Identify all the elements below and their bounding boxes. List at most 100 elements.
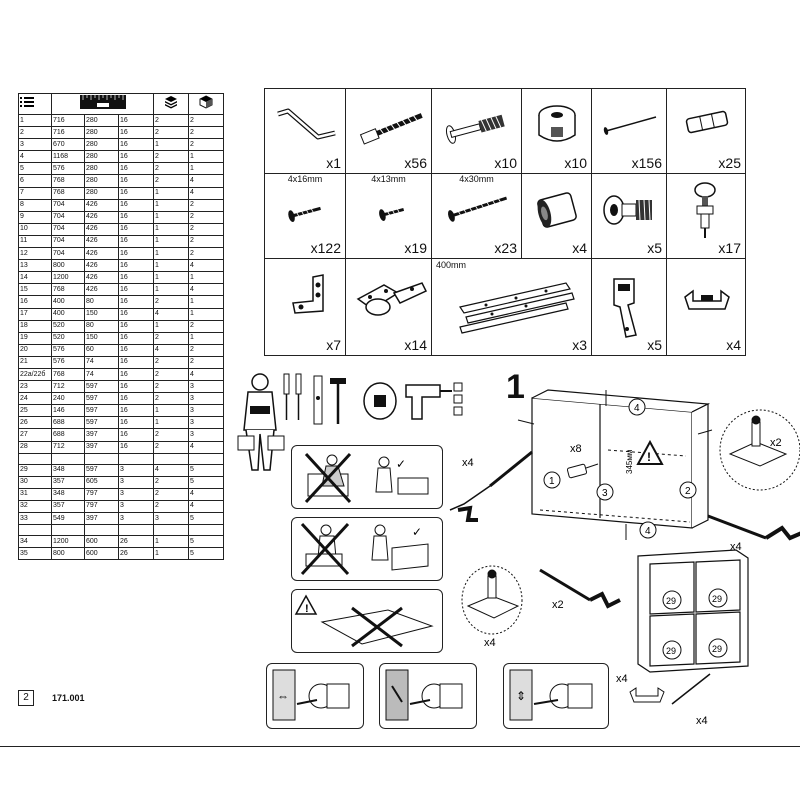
corner-bracket-icon <box>292 274 324 314</box>
table-cell: 797 <box>84 487 119 501</box>
cam-connector-icon <box>603 195 652 225</box>
svg-text:⇔: ⇔ <box>277 689 289 703</box>
table-cell: 14 <box>18 271 52 285</box>
callout-quantity: x4 <box>484 637 496 649</box>
tools-icon <box>283 373 346 425</box>
svg-text:✓: ✓ <box>396 457 406 471</box>
table-cell: 6 <box>18 174 52 188</box>
table-cell: 1 <box>188 162 225 176</box>
table-cell: 426 <box>84 234 119 249</box>
table-cell: 2 <box>153 380 190 394</box>
table-cell: 1 <box>153 271 190 285</box>
table-cell: 16 <box>117 416 155 430</box>
table-cell: 21 <box>18 355 52 369</box>
hardware-cell: x17 <box>666 173 746 259</box>
svg-text:✓: ✓ <box>412 525 422 539</box>
table-cell: 2 <box>188 126 225 140</box>
table-cell: 5 <box>188 475 225 489</box>
table-cell: 670 <box>51 138 85 152</box>
ruler-icon <box>50 93 155 115</box>
table-cell: 16 <box>18 295 52 309</box>
table-cell: 2 <box>153 355 190 369</box>
table-cell: 597 <box>84 380 119 394</box>
hinge-adjust-panel-2 <box>379 663 477 729</box>
table-cell: 704 <box>51 234 85 249</box>
screw-tiny-icon <box>379 207 405 221</box>
table-cell: 280 <box>84 174 119 188</box>
table-cell: 17 <box>18 307 52 321</box>
table-cell: 280 <box>84 150 119 164</box>
table-cell: 2 <box>153 174 190 188</box>
quantity-label: x4 <box>726 337 741 353</box>
table-cell: 16 <box>117 210 155 224</box>
table-cell: 1 <box>188 271 225 285</box>
quantity-label: x3 <box>572 337 587 353</box>
hardware-cell: x56 <box>345 88 432 174</box>
dowel-count: x8 <box>570 443 582 455</box>
table-cell: 16 <box>117 343 155 357</box>
instruction-panel-lift: ✓ <box>291 517 443 581</box>
hardware-cell: 400mm x3 <box>431 258 592 356</box>
table-cell: 13 <box>18 259 52 273</box>
assembler-figure-icon <box>237 373 285 471</box>
quantity-label: x5 <box>647 337 662 353</box>
allen-key-icon <box>277 108 336 140</box>
table-cell: 2 <box>188 319 225 333</box>
table-cell: 80 <box>84 319 119 333</box>
table-cell: 688 <box>51 416 85 430</box>
table-cell: 2 <box>153 126 190 140</box>
table-cell: 1 <box>188 331 225 345</box>
table-cell: 2 <box>188 234 225 249</box>
hardware-cell: x14 <box>345 258 432 356</box>
table-cell: 34 <box>18 535 52 549</box>
table-cell: 1 <box>153 222 190 236</box>
step-number: 1 <box>506 368 525 406</box>
table-cell: 400 <box>51 295 85 309</box>
table-cell: 4 <box>188 499 225 514</box>
table-cell: 4 <box>188 487 225 501</box>
table-cell: 16 <box>117 380 155 394</box>
table-cell: 1 <box>153 247 190 261</box>
table-cell: 1200 <box>51 535 85 549</box>
page-number-box: 2 <box>18 690 34 706</box>
table-cell: 1 <box>188 295 225 309</box>
hardware-cell: x10 <box>431 88 522 174</box>
wood-dowel-icon <box>685 110 729 134</box>
hardware-cell: 4x16mm x122 <box>264 173 346 259</box>
table-cell: 2 <box>153 487 190 501</box>
quantity-label: x7 <box>326 337 341 353</box>
table-cell: 768 <box>51 174 85 188</box>
table-cell: 2 <box>153 295 190 309</box>
table-cell: 348 <box>51 463 85 477</box>
table-cell: 426 <box>84 247 119 261</box>
table-cell: 400 <box>51 307 85 321</box>
quantity-label: x10 <box>564 155 587 171</box>
table-cell: 2 <box>153 440 190 454</box>
callout-quantity: x4 <box>730 541 742 553</box>
table-cell: 16 <box>117 138 155 152</box>
dimension-label: 4x13mm <box>371 174 406 184</box>
quantity-label: x17 <box>718 240 741 256</box>
table-cell: 704 <box>51 222 85 236</box>
instruction-panel-unpack: ✓ <box>291 445 443 509</box>
table-cell: 16 <box>117 331 155 345</box>
table-cell: 576 <box>51 343 85 357</box>
table-cell: 5 <box>188 463 225 477</box>
table-cell: 10 <box>18 222 52 236</box>
screw-short-icon <box>288 206 321 222</box>
table-cell: 29 <box>18 463 52 477</box>
table-cell: 280 <box>84 126 119 140</box>
table-cell: 1168 <box>51 150 85 164</box>
hinge-icon <box>356 282 428 316</box>
lift-correctly-icon: ✓ <box>300 522 429 576</box>
